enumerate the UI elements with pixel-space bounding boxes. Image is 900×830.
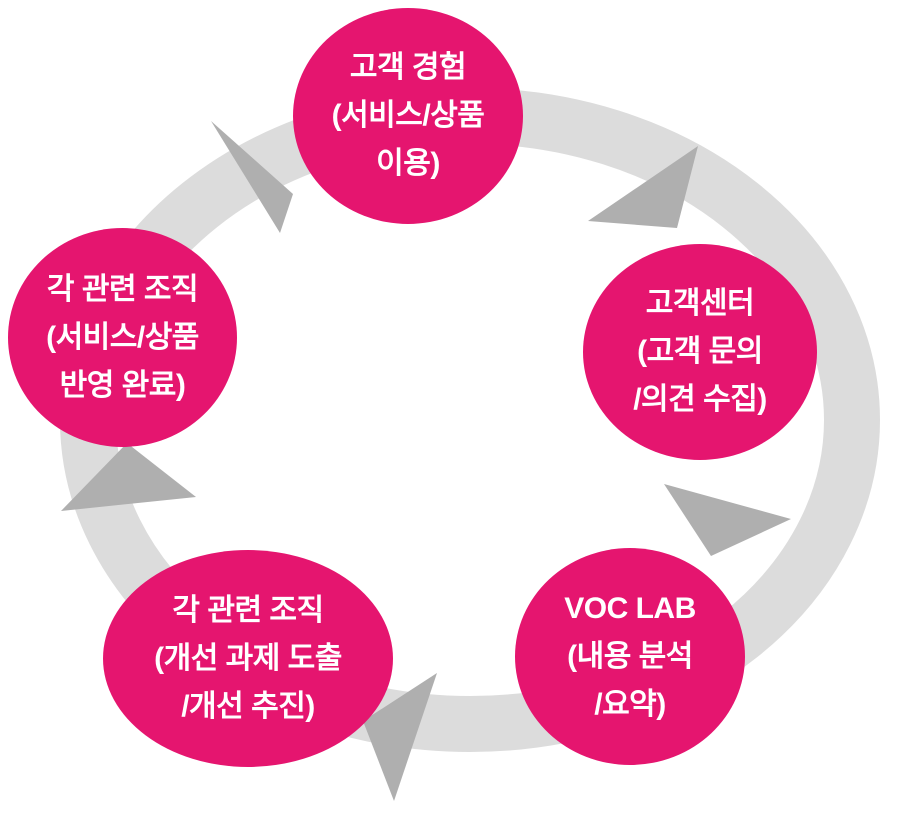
- cycle-arrow-icon-top-right: [588, 146, 698, 228]
- node-line: (개선 과제 도출: [154, 641, 342, 675]
- cycle-arrow-icon-top-left: [211, 121, 293, 233]
- node-line: (서비스/상품: [46, 320, 199, 354]
- node-line: VOC LAB: [564, 591, 696, 625]
- cycle-arrow-icon-bottom: [363, 673, 437, 801]
- cycle-node-related-orgs-reflection: 각 관련 조직 (서비스/상품 반영 완료): [8, 228, 237, 447]
- node-line: 각 관련 조직: [46, 272, 199, 306]
- cycle-node-related-orgs-improvement: 각 관련 조직 (개선 과제 도출 /개선 추진): [103, 550, 393, 767]
- cycle-arrow-icon-left: [61, 443, 196, 511]
- node-line: /의견 수집): [633, 383, 767, 416]
- node-line: 각 관련 조직: [172, 593, 324, 627]
- node-line: (고객 문의: [637, 335, 763, 368]
- node-line: 고객센터: [645, 287, 755, 320]
- cycle-arrow-icon-right: [664, 484, 791, 556]
- node-line: /요약): [594, 687, 666, 721]
- node-line: 반영 완료): [59, 368, 186, 402]
- cycle-node-voc-lab: VOC LAB (내용 분석 /요약): [515, 548, 745, 765]
- node-line: (서비스/상품: [331, 99, 485, 132]
- cycle-node-customer-center: 고객센터 (고객 문의 /의견 수집): [583, 244, 817, 460]
- node-line: 이용): [376, 147, 440, 180]
- cycle-node-customer-experience: 고객 경험 (서비스/상품 이용): [293, 8, 523, 224]
- node-line: (내용 분석: [567, 639, 693, 673]
- node-line: 고객 경험: [349, 51, 467, 84]
- node-line: /개선 추진): [181, 689, 315, 723]
